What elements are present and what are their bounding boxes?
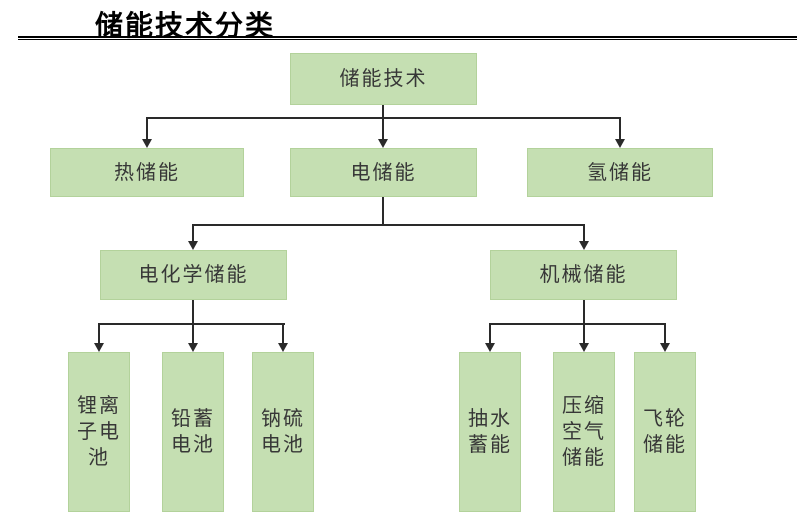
node-label: 氢储能 [587,161,653,184]
arrow-down-icon [142,139,152,148]
connector-electrical-stub [382,197,384,226]
node-electrochemical-storage: 电化学储能 [100,250,287,300]
node-label: 飞轮 储能 [643,408,687,456]
connector-drop-hydrogen [619,117,621,143]
node-mechanical-storage: 机械储能 [490,250,677,300]
connector-drop-electrochemical [192,224,194,244]
node-pumped-hydro-storage: 抽水 蓄能 [459,352,521,512]
node-label: 抽水 蓄能 [468,408,512,456]
node-label: 锂离 子电 池 [77,395,121,469]
connector-drop-pumped-hydro [489,323,491,346]
node-label: 电化学储能 [138,264,249,286]
arrow-down-icon [378,139,388,148]
connector-battery-horizontal [98,323,285,325]
node-compressed-air-storage: 压缩 空气 储能 [553,352,615,512]
node-sodium-sulfur-battery: 钠硫 电池 [252,352,314,512]
node-thermal-storage: 热储能 [50,148,244,197]
node-label: 机械储能 [539,264,628,286]
arrow-down-icon [278,343,288,352]
node-label: 钠硫 电池 [261,408,305,456]
arrow-down-icon [188,241,198,250]
node-hydrogen-storage: 氢储能 [527,148,713,197]
page-title: 储能技术分类 [95,10,276,41]
node-lead-acid-battery: 铅蓄 电池 [162,352,224,512]
connector-root-stub [382,105,384,141]
node-lithium-ion-battery: 锂离 子电 池 [68,352,130,512]
node-label: 铅蓄 电池 [171,408,215,456]
arrow-down-icon [579,241,589,250]
connector-drop-thermal [146,117,148,143]
connector-level2-horizontal [192,224,585,226]
node-label: 电储能 [350,161,417,184]
arrow-down-icon [615,139,625,148]
connector-drop-sodium-sulfur [282,323,284,346]
node-label: 储能技术 [339,68,428,90]
node-energy-storage-technology: 储能技术 [290,53,477,105]
arrow-down-icon [579,343,589,352]
node-electrical-storage: 电储能 [290,148,477,197]
arrow-down-icon [188,343,198,352]
node-label: 压缩 空气 储能 [562,395,606,469]
arrow-down-icon [485,343,495,352]
node-label: 热储能 [114,161,180,184]
connector-level1-horizontal [146,117,621,119]
connector-mechanical-horizontal [489,323,666,325]
arrow-down-icon [94,343,104,352]
connector-drop-flywheel [664,323,666,346]
connector-drop-mechanical [583,224,585,244]
connector-drop-li-ion [98,323,100,346]
title-underline [18,36,797,40]
node-flywheel-storage: 飞轮 储能 [634,352,696,512]
arrow-down-icon [660,343,670,352]
